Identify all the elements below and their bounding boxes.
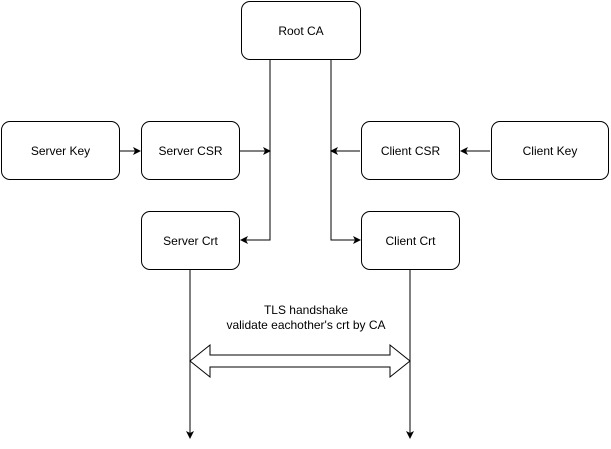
tls-handshake-caption: TLS handshake validate eachother's crt b… — [196, 303, 416, 333]
client-csr-label: Client CSR — [380, 143, 441, 158]
server-crt-node: Server Crt — [141, 211, 240, 270]
server-crt-label: Server Crt — [163, 233, 218, 248]
edge-root-ca-to-client-crt — [330, 60, 361, 244]
client-key-label: Client Key — [522, 143, 578, 158]
client-key-node: Client Key — [491, 121, 609, 180]
client-csr-node: Client CSR — [361, 121, 460, 180]
server-key-label: Server Key — [30, 143, 91, 158]
server-key-node: Server Key — [1, 121, 120, 180]
client-crt-node: Client Crt — [361, 211, 460, 270]
server-csr-node: Server CSR — [141, 121, 240, 180]
edge-root-ca-to-server-crt — [240, 60, 271, 244]
root-ca-label: Root CA — [278, 23, 324, 38]
client-crt-label: Client Crt — [385, 233, 436, 248]
tls-handshake-arrow — [189, 343, 411, 379]
caption-line-2: validate eachother's crt by CA — [226, 318, 386, 332]
server-csr-label: Server CSR — [158, 143, 223, 158]
caption-line-1: TLS handshake — [263, 303, 349, 317]
root-ca-node: Root CA — [241, 1, 361, 60]
